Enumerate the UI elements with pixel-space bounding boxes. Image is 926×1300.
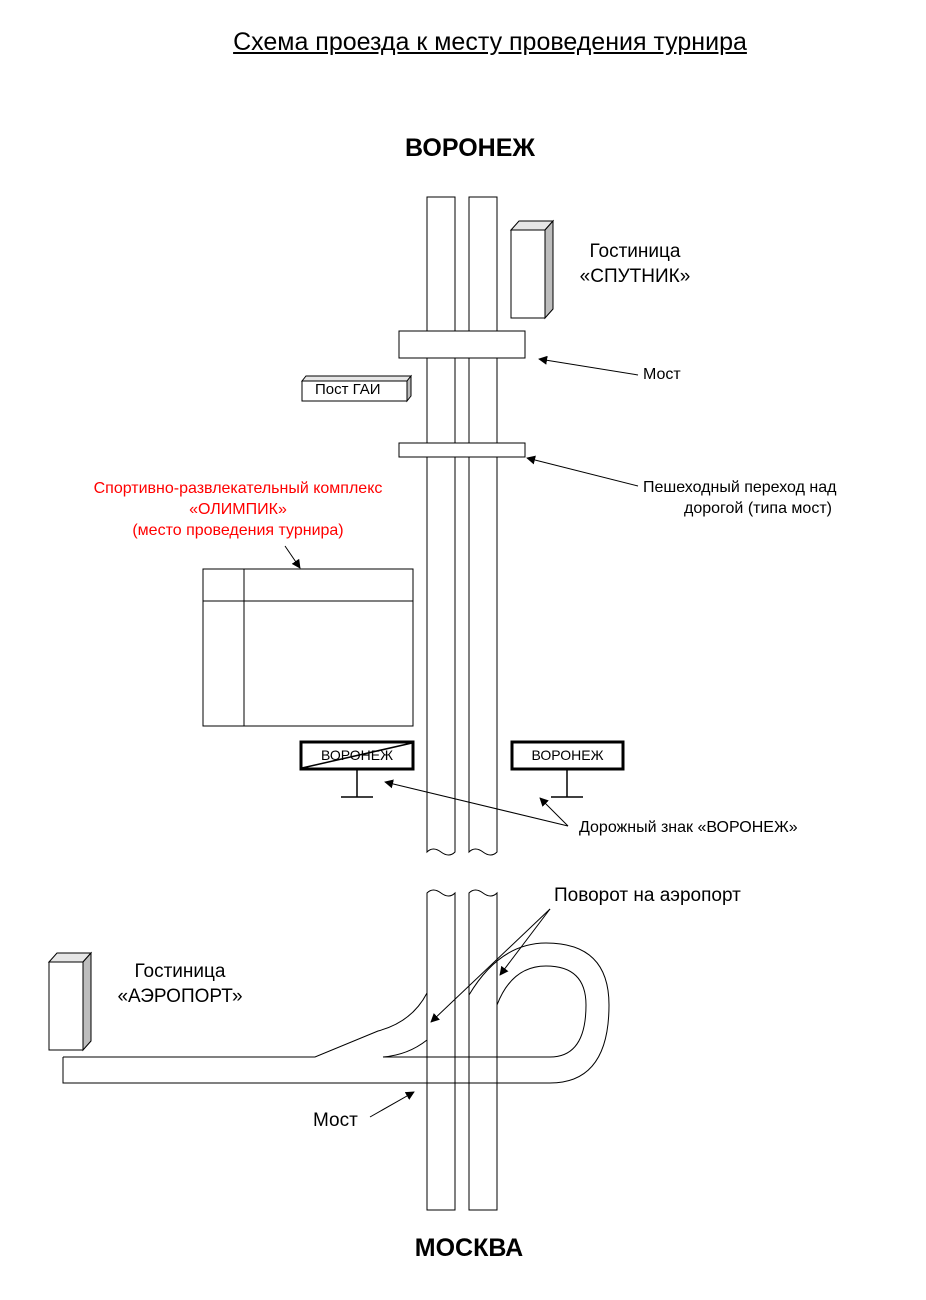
- city-north-label: ВОРОНЕЖ: [405, 134, 535, 162]
- road-sign-left-text: ВОРОНЕЖ: [320, 747, 394, 763]
- hotel-sputnik-line1: Гостиница: [589, 241, 681, 262]
- road-sign-left: [299, 740, 415, 798]
- city-south-label: МОСКВА: [414, 1234, 524, 1262]
- hotel-sputnik-building: [509, 219, 555, 320]
- venue-building: [202, 568, 414, 727]
- bridge-top-label: Мост: [643, 366, 681, 383]
- hotel-airport-line1: Гостиница: [134, 961, 226, 982]
- pedestrian-crossing-line1: Пешеходный переход над: [643, 479, 837, 496]
- gai-post-building: [300, 374, 413, 403]
- hotel-airport-line2: «АЭРОПОРТ»: [117, 986, 243, 1007]
- venue-name-line1: Спортивно-развлекательный комплекс: [93, 480, 383, 497]
- pedestrian-crossing-line2: дорогой (типа мост): [684, 500, 832, 517]
- highway-lower: [426, 889, 498, 1211]
- pedestrian-bridge: [398, 442, 526, 458]
- gai-post-label: Пост ГАИ: [315, 381, 381, 398]
- road-sign-right: [510, 740, 625, 798]
- bridge-bottom-label: Мост: [313, 1110, 358, 1131]
- airport-turn-label: Поворот на аэропорт: [554, 885, 741, 906]
- highway-upper: [426, 196, 498, 856]
- hotel-airport-building: [47, 951, 93, 1052]
- airport-road: [62, 942, 610, 1084]
- road-sign-right-text: ВОРОНЕЖ: [531, 747, 604, 763]
- road-sign-label: Дорожный знак «ВОРОНЕЖ»: [579, 819, 798, 836]
- pointer-arrows: [284, 355, 639, 1118]
- hotel-sputnik-line2: «СПУТНИК»: [579, 266, 691, 287]
- page-title: Схема проезда к месту проведения турнира: [233, 28, 747, 56]
- venue-name-line2: «ОЛИМПИК»: [189, 501, 287, 518]
- venue-name-line3: (место проведения турнира): [132, 522, 344, 539]
- bridge-top: [398, 330, 526, 359]
